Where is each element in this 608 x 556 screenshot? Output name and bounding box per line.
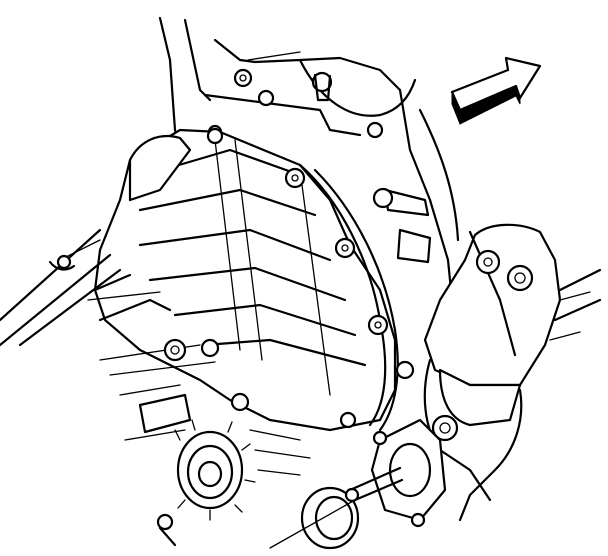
- exhaust-assembly: [423, 223, 602, 522]
- gasket-ring: [269, 486, 360, 550]
- arrow-right-icon: [450, 56, 542, 125]
- tailshaft-extension: [0, 134, 192, 347]
- side-fittings: [372, 187, 432, 380]
- upper-bolts: [207, 68, 384, 140]
- lower-bolt: [156, 513, 177, 547]
- clutch-seal: [174, 419, 311, 521]
- exhaust-flange: [344, 418, 447, 528]
- linkage-lines: [99, 338, 216, 441]
